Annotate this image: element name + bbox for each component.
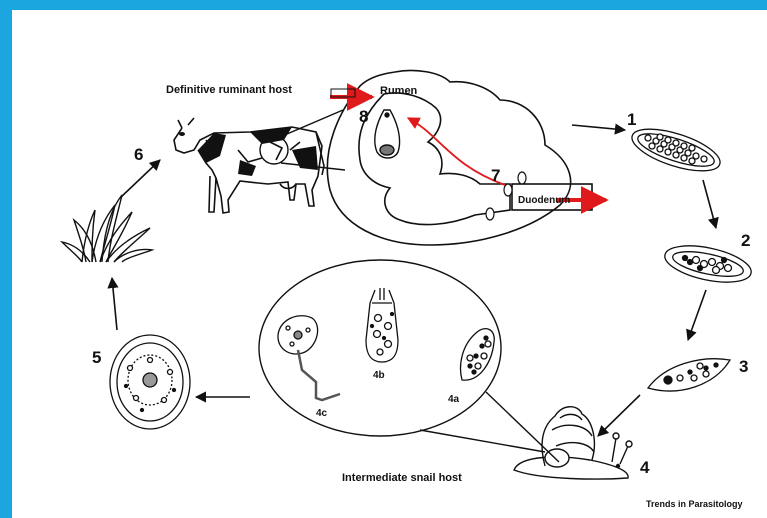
snail-zoom-circle: [259, 260, 559, 462]
grass-illustration: [62, 195, 152, 262]
stage-4a-label: 4a: [448, 394, 460, 405]
intermediate-host-label: Intermediate snail host: [342, 472, 462, 484]
stage-8-label: 8: [359, 107, 368, 126]
credit-label: Trends in Parasitology: [646, 499, 743, 509]
cow-spots: [179, 127, 318, 176]
rumen-label: Rumen: [380, 85, 418, 97]
snail-illustration: [514, 407, 632, 479]
definitive-host-label: Definitive ruminant host: [166, 84, 292, 96]
stage-3-label: 3: [739, 357, 748, 376]
stage-7-label: 7: [491, 166, 500, 185]
stage-1-label: 1: [627, 110, 636, 129]
miracidium-stage-3: [648, 359, 730, 391]
stage-4b-label: 4b: [373, 370, 385, 381]
adult-fluke-icon: [375, 110, 400, 158]
egg-stage-1: [627, 121, 724, 180]
stage-5-label: 5: [92, 348, 101, 367]
duodenum-label: Duodenum: [518, 195, 570, 206]
metacercaria-stage-5: [110, 335, 190, 429]
stage-6-label: 6: [134, 145, 143, 164]
stage-2-label: 2: [741, 231, 750, 250]
stage-4c-label: 4c: [316, 408, 328, 419]
stage-4-label: 4: [640, 458, 650, 477]
